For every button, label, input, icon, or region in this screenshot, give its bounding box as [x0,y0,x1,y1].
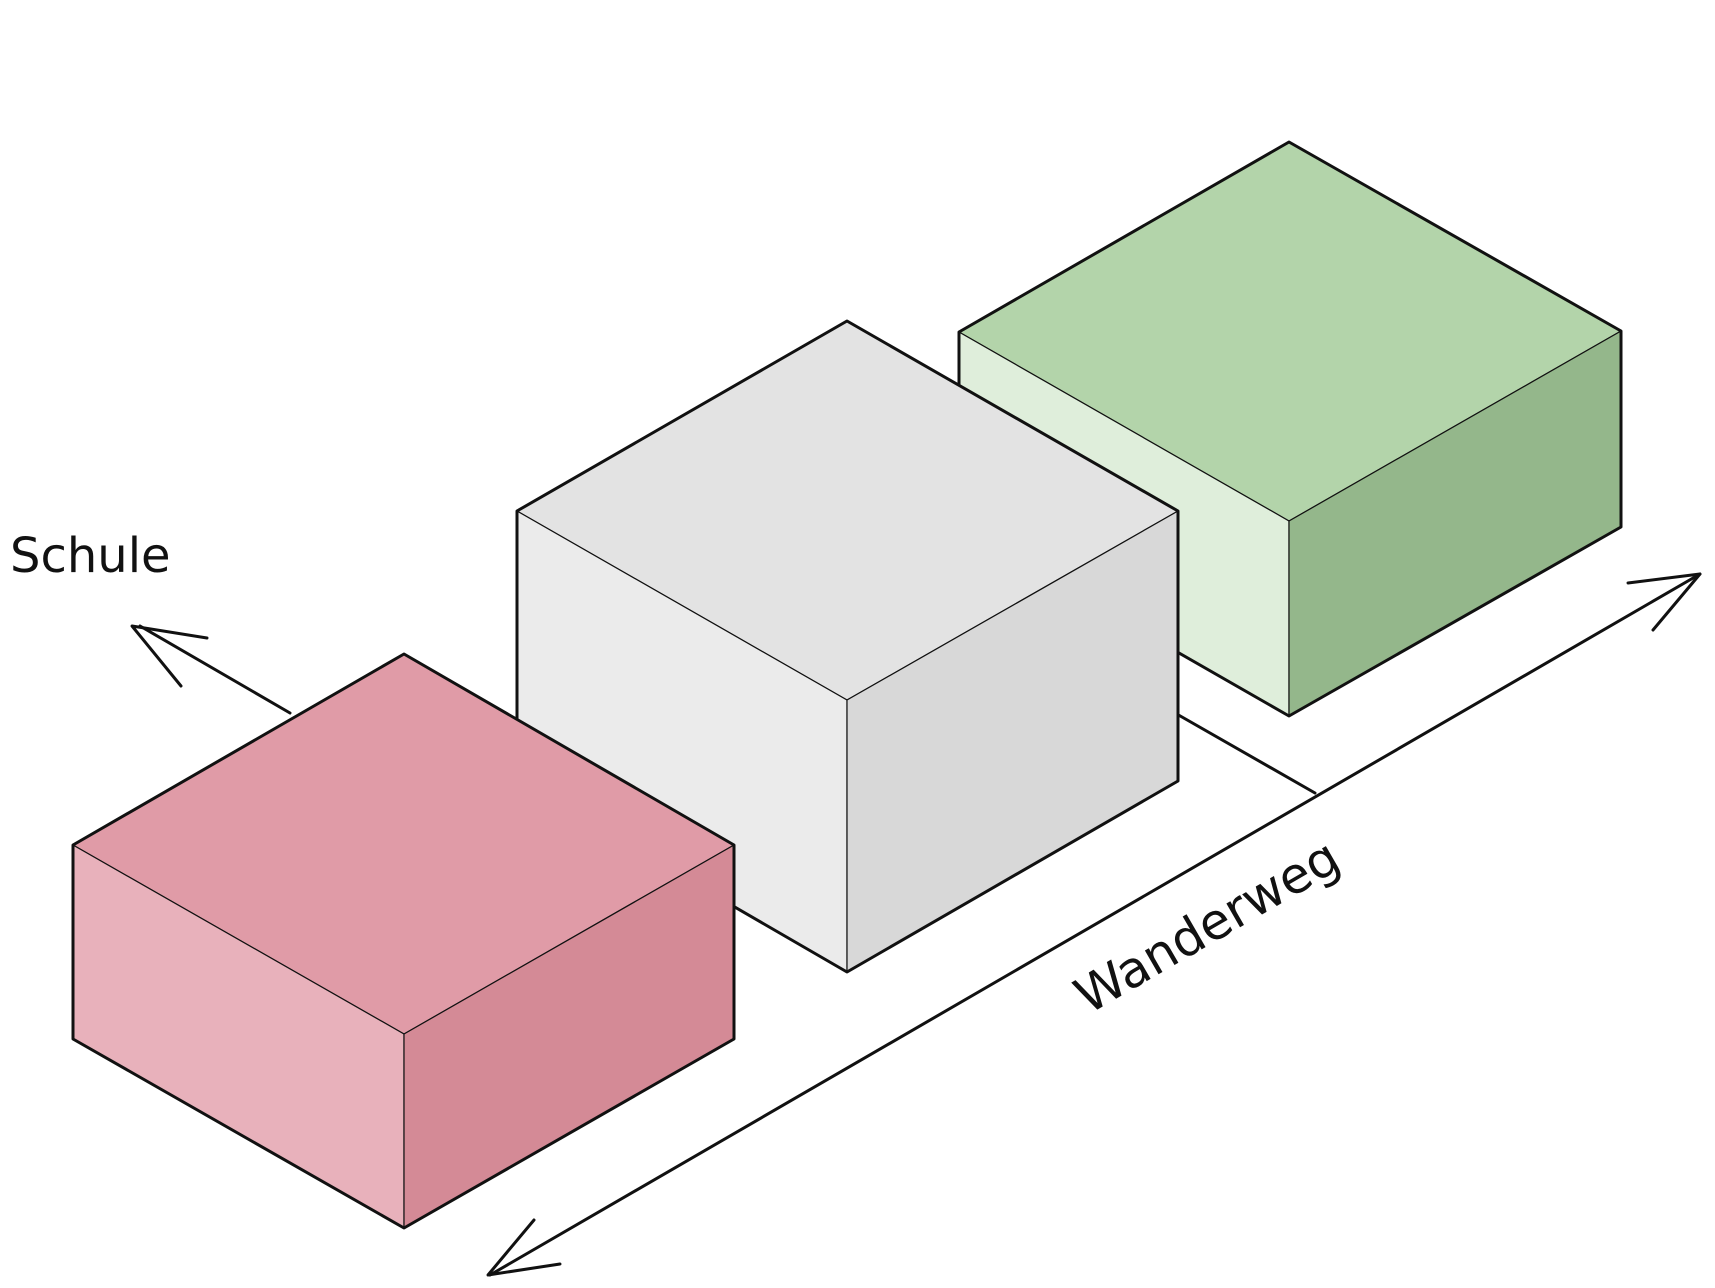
hiking-trail-line [488,572,1702,1277]
trail-arrowhead-left [486,1218,562,1277]
school-arrowhead [130,624,209,688]
school-path-line [138,624,292,715]
pink-block [71,652,736,1230]
trail-arrowhead-right [1626,572,1702,632]
hiking-trail-label: Wanderweg [1065,828,1350,1026]
pink-block-outline [71,652,736,1230]
school-label: Schule [10,528,171,584]
grey-block [515,319,1180,974]
connector-line [1173,711,1317,795]
